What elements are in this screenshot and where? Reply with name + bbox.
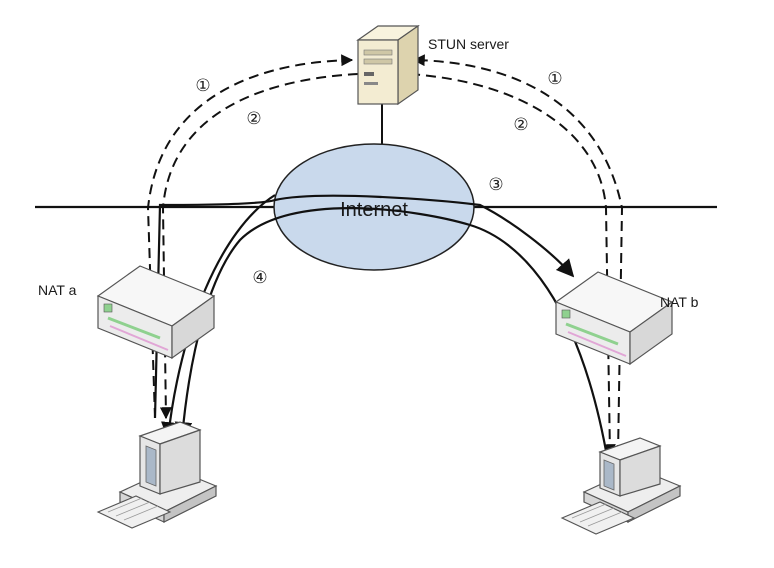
step-4-label: ④: [252, 268, 267, 288]
step-1-right-label: ①: [547, 69, 562, 89]
solid-path-3: [153, 194, 575, 419]
step-1-left-label: ①: [195, 76, 210, 96]
nat-b-label: NAT b: [660, 294, 699, 310]
step-2-left-label: ②: [246, 109, 261, 129]
server-icon: [356, 24, 420, 106]
step-3-label: ③: [488, 175, 503, 195]
internet-cloud: [273, 143, 475, 271]
computer-icon: [118, 421, 218, 523]
computer-icon-host-b: [582, 437, 682, 523]
dashed-path-1-right: [412, 54, 624, 456]
router-icon-nat-b: [554, 271, 674, 366]
internet-label: Internet: [340, 199, 408, 221]
dashed-path-2-right: [409, 73, 616, 457]
dashed-path-2-left: [159, 73, 359, 420]
nat-a-label: NAT a: [38, 282, 77, 298]
stun-server-label: STUN server: [428, 36, 509, 52]
dashed-path-1-left: [146, 54, 354, 419]
router-icon: [96, 265, 216, 360]
keyboard-icon-host-b: [560, 501, 636, 535]
keyboard-icon: [96, 495, 172, 529]
solid-path-3b: [161, 194, 276, 440]
step-2-right-label: ②: [513, 115, 528, 135]
